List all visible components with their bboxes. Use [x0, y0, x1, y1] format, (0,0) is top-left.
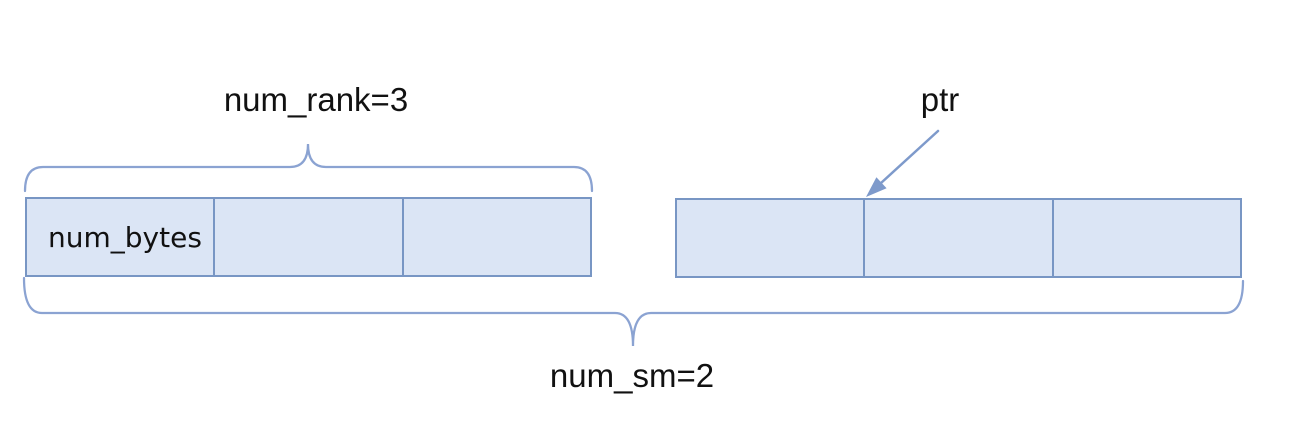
ptr-label: ptr	[920, 81, 960, 118]
memory-block-second	[675, 198, 1242, 278]
num-rank-label: num_rank=3	[223, 81, 409, 118]
cell-empty	[1054, 200, 1240, 276]
num-sm-brace	[22, 276, 1245, 347]
num-rank-brace	[23, 143, 594, 193]
cell-empty	[404, 199, 590, 275]
memory-block-first: num_bytes	[25, 197, 592, 277]
num-sm-label: num_sm=2	[549, 357, 715, 394]
num-bytes-label: num_bytes	[48, 220, 202, 254]
ptr-arrowhead-icon	[866, 177, 887, 197]
cell-empty	[215, 199, 404, 275]
cell-empty	[865, 200, 1054, 276]
cell-num-bytes: num_bytes	[27, 199, 216, 275]
cell-ptr-target	[677, 200, 866, 276]
ptr-arrow-line	[879, 129, 940, 185]
